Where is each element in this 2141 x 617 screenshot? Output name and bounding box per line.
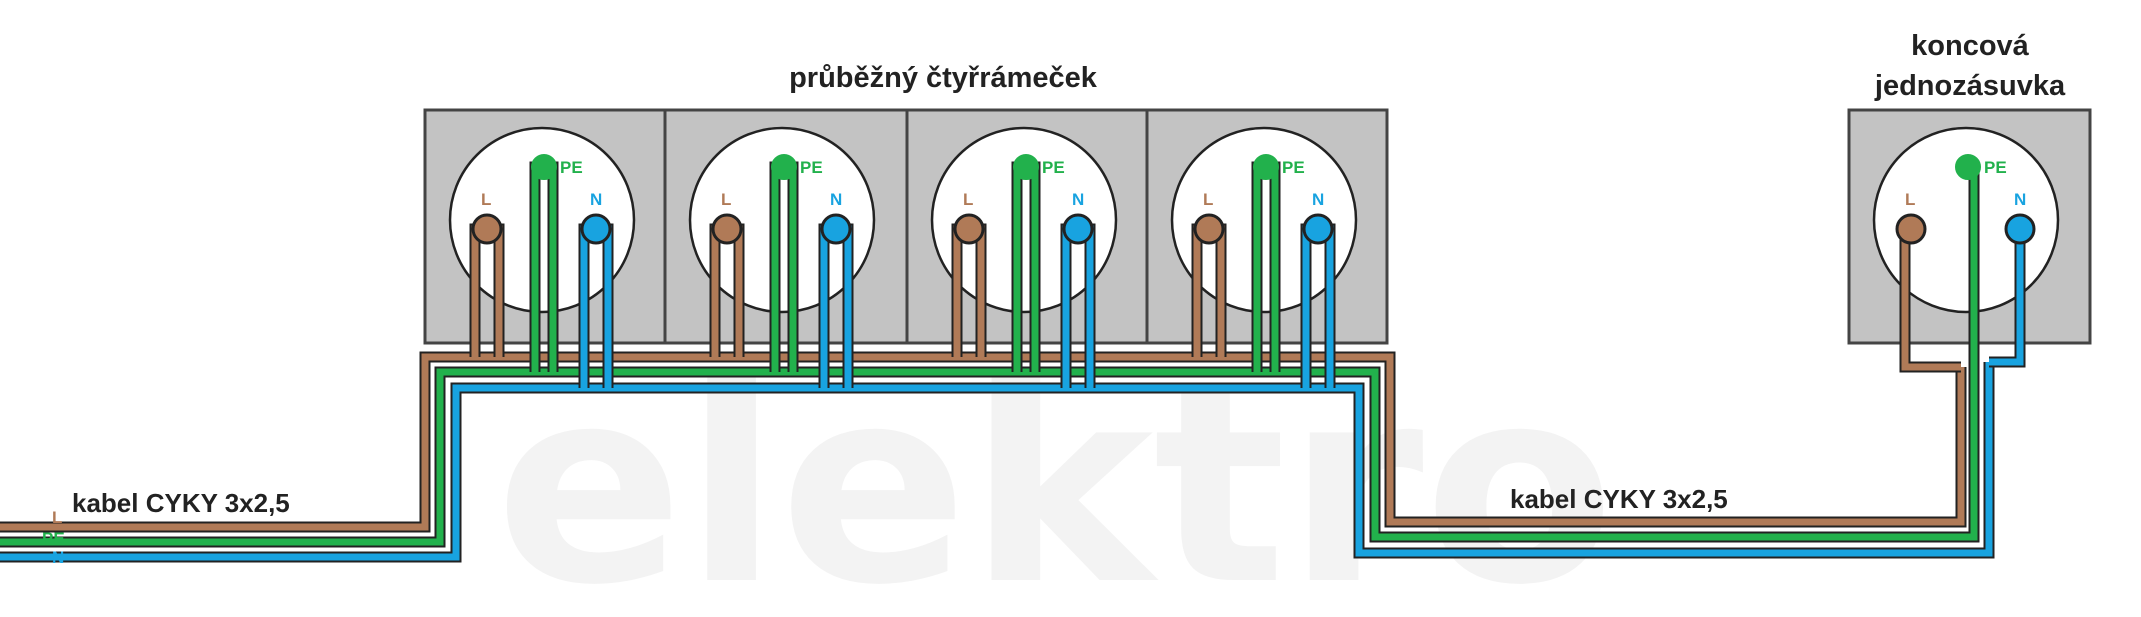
end-socket-label-n: N bbox=[2014, 190, 2026, 209]
socket-face bbox=[1872, 126, 2060, 314]
socket-2-terminal-n bbox=[820, 213, 852, 245]
cable-label-right: kabel CYKY 3x2,5 bbox=[1510, 484, 1728, 514]
socket-4-label-l: L bbox=[1203, 190, 1213, 209]
wire-n-end bbox=[1989, 229, 2024, 366]
four-frame-title: průběžný čtyřrámeček bbox=[789, 62, 1098, 94]
socket-1-terminal-pe bbox=[531, 154, 557, 180]
socket-4-terminal-pe bbox=[1253, 154, 1279, 180]
wire-n-bus bbox=[0, 362, 1993, 561]
socket-1-terminal-n bbox=[580, 213, 612, 245]
socket-2-label-pe: PE bbox=[800, 158, 823, 177]
wire-l-end bbox=[1901, 229, 1961, 371]
end-socket-label-pe: PE bbox=[1984, 158, 2007, 177]
socket-1-terminal-l bbox=[471, 213, 503, 245]
end-socket-terminal-n bbox=[2004, 213, 2036, 245]
socket-2-terminal-l bbox=[711, 213, 743, 245]
end-socket-terminal-pe bbox=[1955, 154, 1981, 180]
wire-l-bus bbox=[0, 353, 1965, 531]
socket-3-terminal-n bbox=[1062, 213, 1094, 245]
end-socket-title-line1: koncová bbox=[1911, 30, 2030, 62]
end-socket-title-line2: jednozásuvka bbox=[1874, 70, 2066, 102]
cable-in-label-pe: PE bbox=[42, 529, 65, 548]
terminals-layer: L PE N L PE N L PE N L PE N L PE N bbox=[471, 154, 2036, 245]
socket-3-terminal-pe bbox=[1013, 154, 1039, 180]
labels-layer: průběžný čtyřrámeček koncová jednozásuvk… bbox=[42, 30, 2066, 567]
end-socket-label-l: L bbox=[1905, 190, 1915, 209]
end-socket-terminal-l bbox=[1895, 213, 1927, 245]
socket-3-label-l: L bbox=[963, 190, 973, 209]
cable-label-left: kabel CYKY 3x2,5 bbox=[72, 488, 290, 518]
socket-1-label-pe: PE bbox=[560, 158, 583, 177]
socket-4-terminal-n bbox=[1302, 213, 1334, 245]
socket-4-terminal-l bbox=[1193, 213, 1225, 245]
socket-3-label-n: N bbox=[1072, 190, 1084, 209]
cable-in-label-n: N bbox=[52, 548, 64, 567]
socket-4-label-pe: PE bbox=[1282, 158, 1305, 177]
socket-4-label-n: N bbox=[1312, 190, 1324, 209]
socket-2-label-n: N bbox=[830, 190, 842, 209]
socket-2-label-l: L bbox=[721, 190, 731, 209]
socket-3-terminal-l bbox=[953, 213, 985, 245]
socket-2-terminal-pe bbox=[771, 154, 797, 180]
cable-in-label-l: L bbox=[52, 508, 62, 527]
socket-1-label-l: L bbox=[481, 190, 491, 209]
wire-pe-bus bbox=[0, 163, 1978, 546]
socket-3-label-pe: PE bbox=[1042, 158, 1065, 177]
socket-1-label-n: N bbox=[590, 190, 602, 209]
